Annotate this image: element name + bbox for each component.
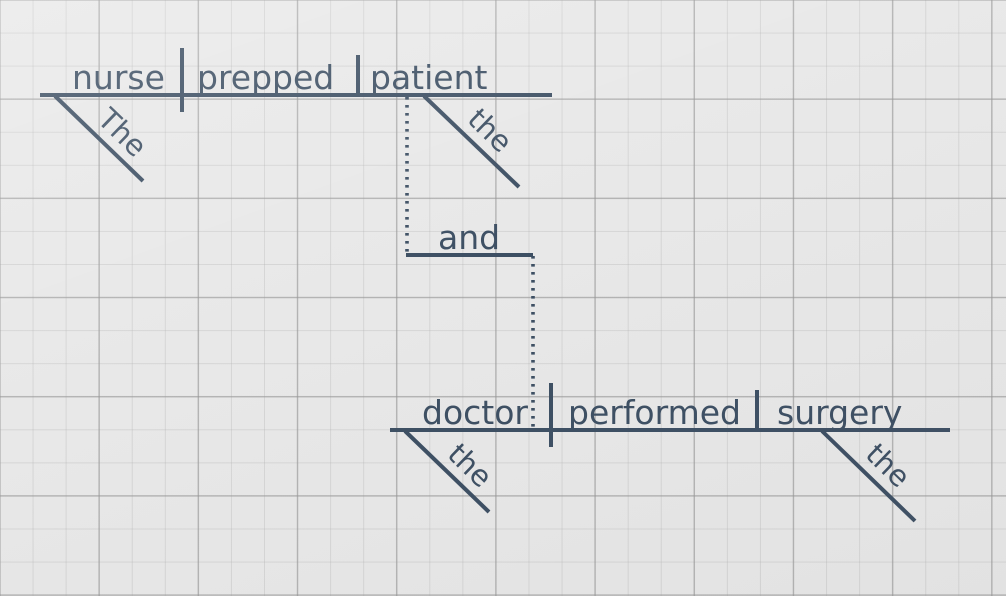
conjunction-label-and: and: [438, 218, 500, 257]
modifier-slant-line: [820, 429, 917, 523]
modifier-slant-line: [403, 429, 491, 514]
conjunction-group: and: [405, 97, 535, 427]
modifier-label-the: the: [859, 437, 917, 495]
modifier-the-patient: the: [422, 94, 521, 189]
modifier-label-The: The: [90, 101, 153, 164]
word-subject-doctor: doctor: [422, 393, 528, 432]
clause-lower: doctor performed surgery the the: [390, 383, 950, 523]
word-object-patient: patient: [370, 58, 487, 97]
word-subject-nurse: nurse: [72, 58, 165, 97]
modifier-label-the: the: [461, 102, 519, 160]
word-verb-prepped: prepped: [197, 58, 334, 97]
modifier-slant-line: [53, 94, 145, 183]
word-verb-performed: performed: [568, 393, 741, 432]
clause-upper: nurse prepped patient The the: [40, 48, 552, 189]
modifier-slant-line: [422, 94, 521, 189]
modifier-the-nurse: The: [53, 94, 154, 183]
modifier-the-surgery: the: [820, 429, 917, 523]
modifier-label-the: the: [441, 437, 499, 495]
word-object-surgery: surgery: [777, 393, 902, 432]
modifier-the-doctor: the: [403, 429, 499, 514]
